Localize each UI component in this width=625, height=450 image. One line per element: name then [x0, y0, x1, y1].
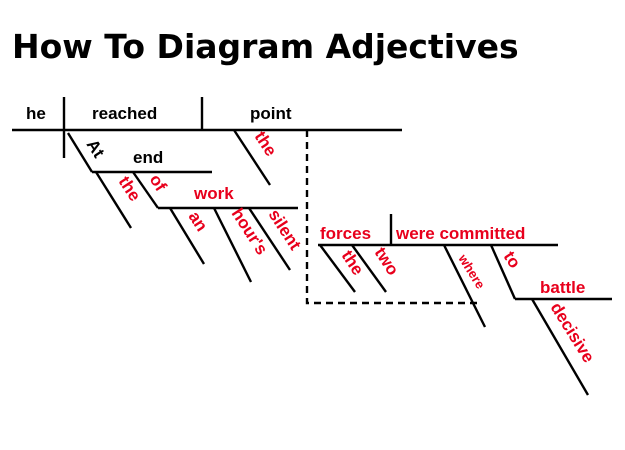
modifier-line-decisive — [530, 298, 590, 396]
word-an: an — [185, 208, 212, 235]
word-he: he — [26, 104, 46, 123]
word-at: At — [83, 136, 109, 162]
word-where: where — [455, 251, 488, 292]
word-the-point: the — [251, 128, 281, 160]
modifier-line-the-point — [232, 129, 272, 186]
preposition-line-at — [66, 132, 94, 173]
word-battle: battle — [540, 278, 585, 297]
preposition-line-of — [132, 171, 159, 209]
word-two: two — [371, 244, 403, 279]
modifier-line-hours — [212, 207, 253, 283]
word-of: of — [146, 171, 171, 195]
word-point: point — [250, 104, 292, 123]
word-forces: forces — [320, 224, 371, 243]
word-were-committed: were committed — [395, 224, 525, 243]
page-title: How To Diagram Adjectives — [12, 27, 519, 66]
modifier-line-where — [442, 244, 487, 328]
relative-connector-dashed — [305, 130, 477, 305]
word-work: work — [193, 184, 234, 203]
word-the-end: the — [115, 173, 145, 205]
word-end: end — [133, 148, 163, 167]
preposition-line-to — [489, 244, 517, 300]
modifier-line-two — [351, 244, 387, 293]
word-to: to — [500, 248, 525, 272]
modifier-line-the-end — [94, 171, 133, 229]
modifier-line-an — [168, 207, 206, 265]
modifier-line-the-forces — [319, 244, 356, 293]
modifier-line-silent — [247, 207, 292, 271]
word-reached: reached — [92, 104, 157, 123]
word-decisive: decisive — [547, 299, 599, 366]
